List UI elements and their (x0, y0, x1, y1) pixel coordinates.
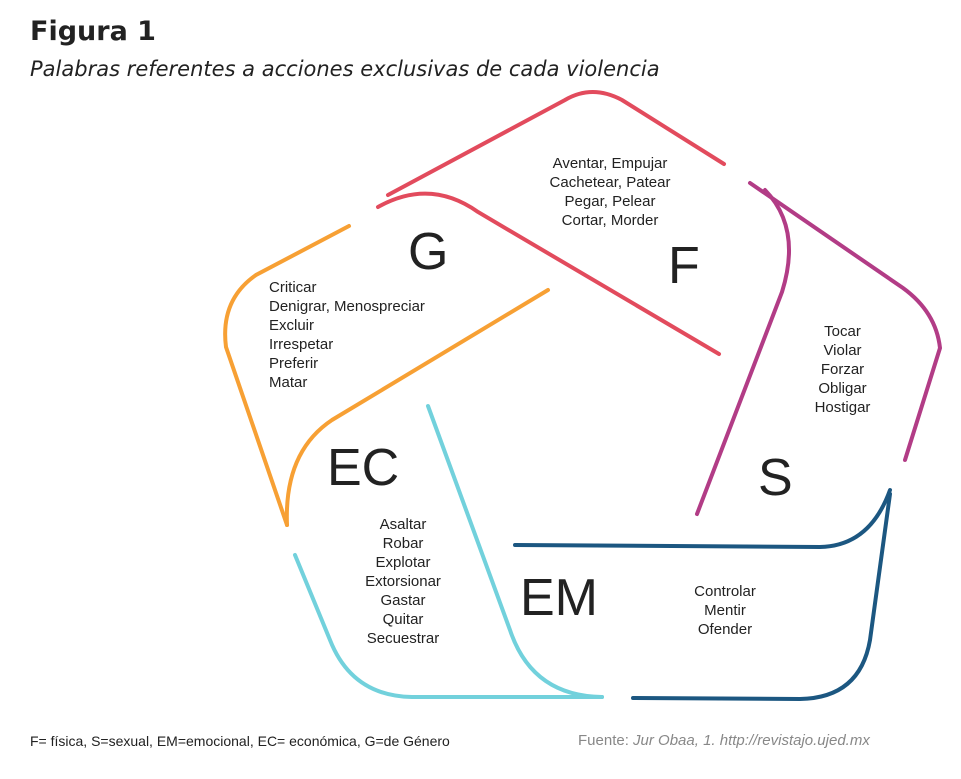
word: Irrespetar (269, 336, 334, 353)
word: Aventar, Empujar (552, 155, 668, 172)
words-sexual: Tocar Violar Forzar Obligar Hostigar (795, 322, 890, 417)
source-label: Fuente: (578, 732, 629, 749)
word: Controlar (694, 583, 756, 600)
letter-s: S (758, 449, 793, 507)
word: Secuestrar (366, 630, 440, 647)
word: Quitar (382, 611, 424, 628)
word: Obligar (818, 380, 867, 397)
legend-abbreviations: F= física, S=sexual, EM=emocional, EC= e… (30, 733, 450, 749)
word: Violar (823, 342, 862, 359)
words-genero: Criticar Denigrar, Menospreciar Excluir … (269, 278, 469, 392)
word: Forzar (820, 361, 865, 378)
source-text: Jur Obaa, 1. http://revistajo.ujed.mx (633, 732, 870, 749)
word: Excluir (269, 317, 315, 334)
words-emocional: Controlar Mentir Ofender (675, 582, 775, 639)
word: Tocar (824, 323, 861, 340)
letter-em: EM (520, 569, 598, 627)
word: Matar (269, 374, 308, 391)
word: Preferir (269, 355, 319, 372)
word: Gastar (380, 592, 426, 609)
word: Cortar, Morder (561, 212, 659, 229)
word: Denigrar, Menospreciar (269, 298, 425, 315)
word: Ofender (697, 621, 753, 638)
arc-economica (293, 404, 604, 699)
word: Pegar, Pelear (564, 193, 656, 210)
word: Hostigar (814, 399, 871, 416)
word: Mentir (704, 602, 746, 619)
words-fisica: Aventar, Empujar Cachetear, Patear Pegar… (520, 154, 700, 230)
source-note: Fuente: Jur Obaa, 1. http://revistajo.uj… (578, 732, 870, 749)
letter-ec: EC (327, 439, 400, 497)
letter-g: G (408, 223, 449, 281)
word: Asaltar (379, 516, 427, 533)
figure-subtitle: Palabras referentes a acciones exclusiva… (30, 57, 660, 81)
arc-fisica (376, 90, 726, 356)
letter-f: F (668, 237, 700, 295)
arc-emocional (513, 488, 892, 702)
figure-title: Figura 1 (30, 16, 156, 47)
word: Extorsionar (365, 573, 441, 590)
arc-sexual (695, 181, 943, 516)
word: Cachetear, Patear (549, 174, 671, 191)
word: Criticar (269, 279, 317, 296)
words-economica: Asaltar Robar Explotar Extorsionar Gasta… (348, 515, 458, 648)
word: Robar (382, 535, 424, 552)
arc-genero (223, 224, 550, 527)
word: Explotar (375, 554, 431, 571)
